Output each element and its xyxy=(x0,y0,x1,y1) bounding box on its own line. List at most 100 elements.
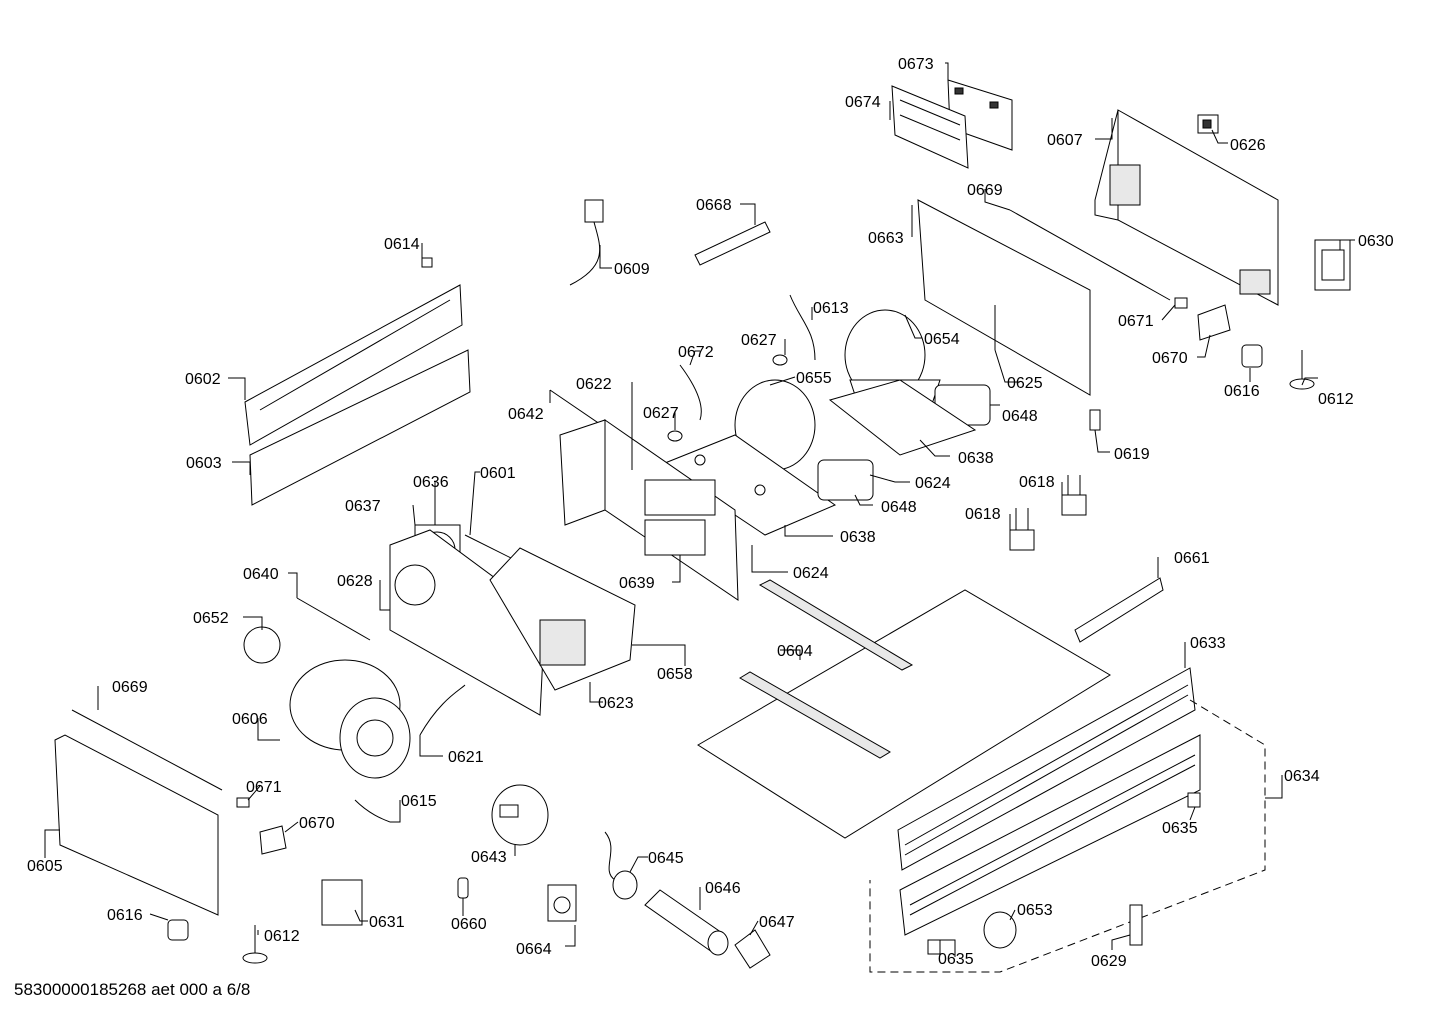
label-0672: 0672 xyxy=(678,344,714,361)
label-0668: 0668 xyxy=(696,197,732,214)
label-0627-lower: 0627 xyxy=(643,405,679,422)
part-0626-clip xyxy=(1197,114,1219,134)
label-0618-lower: 0618 xyxy=(965,506,1001,523)
label-0646: 0646 xyxy=(705,880,741,897)
label-0671-left: 0671 xyxy=(246,779,282,796)
label-0664: 0664 xyxy=(516,941,552,958)
part-0603-cover-panel xyxy=(249,349,471,506)
label-0645: 0645 xyxy=(648,850,684,867)
label-0655: 0655 xyxy=(796,370,832,387)
label-0638-top: 0638 xyxy=(958,450,994,467)
label-0614: 0614 xyxy=(384,236,420,253)
part-0631-bracket xyxy=(321,879,363,926)
part-0635-clip-a xyxy=(1187,792,1201,808)
part-0643-capacitor xyxy=(491,784,549,846)
label-0633: 0633 xyxy=(1190,635,1226,652)
label-0616-right: 0616 xyxy=(1224,383,1260,400)
label-0615: 0615 xyxy=(401,793,437,810)
label-0612-left: 0612 xyxy=(264,928,300,945)
label-0648-top: 0648 xyxy=(1002,408,1038,425)
label-0652: 0652 xyxy=(193,610,229,627)
label-0660: 0660 xyxy=(451,916,487,933)
label-0631: 0631 xyxy=(369,914,405,931)
part-0606-fan-housing xyxy=(289,659,411,779)
part-0621-bracket xyxy=(419,684,466,736)
label-0635-right: 0635 xyxy=(1162,820,1198,837)
part-0671-screw-left xyxy=(236,797,250,808)
label-0640: 0640 xyxy=(243,566,279,583)
label-0613: 0613 xyxy=(813,300,849,317)
document-reference-footer: 58300000185268 aet 000 a 6/8 xyxy=(14,980,251,999)
part-0674-board-carrier xyxy=(891,85,969,169)
part-0639-relay-block xyxy=(644,479,716,556)
part-0602-front-cover xyxy=(244,284,463,446)
label-0634: 0634 xyxy=(1284,768,1320,785)
label-0607: 0607 xyxy=(1047,132,1083,149)
part-0646-filter-cylinder xyxy=(644,889,729,956)
label-0616-left: 0616 xyxy=(107,907,143,924)
label-0630: 0630 xyxy=(1358,233,1394,250)
part-0623-control-board xyxy=(539,619,586,666)
part-0630-bracket xyxy=(1314,239,1351,291)
part-0627-grommet-b xyxy=(667,430,683,442)
label-0643: 0643 xyxy=(471,849,507,866)
label-0627-top: 0627 xyxy=(741,332,777,349)
part-0671-screw-right xyxy=(1174,297,1188,309)
label-0670-right: 0670 xyxy=(1152,350,1188,367)
label-0629: 0629 xyxy=(1091,953,1127,970)
part-0609-power-cord xyxy=(569,199,604,286)
label-0625: 0625 xyxy=(1007,375,1043,392)
part-0612-foot-right xyxy=(1289,350,1315,390)
part-0612-foot-left xyxy=(242,925,268,964)
part-0601-sensor xyxy=(464,534,516,561)
part-0616-roller-left xyxy=(167,919,189,941)
label-0605: 0605 xyxy=(27,858,63,875)
part-0652-cap xyxy=(243,626,281,664)
label-0618-upper: 0618 xyxy=(1019,474,1055,491)
part-0663-rear-panel xyxy=(917,199,1091,396)
label-0635-lower: 0635 xyxy=(938,951,974,968)
part-0672-tube xyxy=(679,364,702,421)
label-0673: 0673 xyxy=(898,56,934,73)
part-0653-filter xyxy=(983,911,1017,949)
label-0658: 0658 xyxy=(657,666,693,683)
label-0639: 0639 xyxy=(619,575,655,592)
label-0636: 0636 xyxy=(413,474,449,491)
part-0670-holder-right xyxy=(1197,304,1231,341)
label-0654: 0654 xyxy=(924,331,960,348)
part-0664-valve xyxy=(547,884,577,922)
label-0601: 0601 xyxy=(480,465,516,482)
part-0614-nut xyxy=(421,257,433,268)
label-0671-right: 0671 xyxy=(1118,313,1154,330)
part-0645-wire-harness xyxy=(604,831,638,900)
label-0619: 0619 xyxy=(1114,446,1150,463)
label-0621: 0621 xyxy=(448,749,484,766)
label-0624-top: 0624 xyxy=(915,475,951,492)
part-0604-base-plate xyxy=(697,579,1111,839)
part-0647-cap xyxy=(734,929,771,969)
part-0605-side-panel xyxy=(54,709,223,916)
label-0669-top: 0669 xyxy=(967,182,1003,199)
label-0612-right: 0612 xyxy=(1318,391,1354,408)
label-0622: 0622 xyxy=(576,376,612,393)
part-0640-shaft xyxy=(296,597,371,641)
part-0635-clip-b xyxy=(927,939,941,955)
label-0624-lower: 0624 xyxy=(793,565,829,582)
label-0661: 0661 xyxy=(1174,550,1210,567)
part-number-labels: 0673 0674 0607 0626 0669 0668 0663 0630 … xyxy=(27,56,1394,970)
part-0616-roller-right xyxy=(1241,344,1263,368)
label-0604: 0604 xyxy=(777,643,813,660)
part-0633-grille xyxy=(897,667,1196,871)
part-0629-strip xyxy=(1129,904,1143,946)
part-0618-relay-a xyxy=(1061,475,1087,516)
part-0658-board-tray xyxy=(489,547,636,691)
label-0653: 0653 xyxy=(1017,902,1053,919)
part-0669-rod-top xyxy=(1009,209,1171,301)
label-0609: 0609 xyxy=(614,261,650,278)
label-0642: 0642 xyxy=(508,406,544,423)
label-0626: 0626 xyxy=(1230,137,1266,154)
part-0627-grommet-a xyxy=(772,354,788,366)
label-0603: 0603 xyxy=(186,455,222,472)
